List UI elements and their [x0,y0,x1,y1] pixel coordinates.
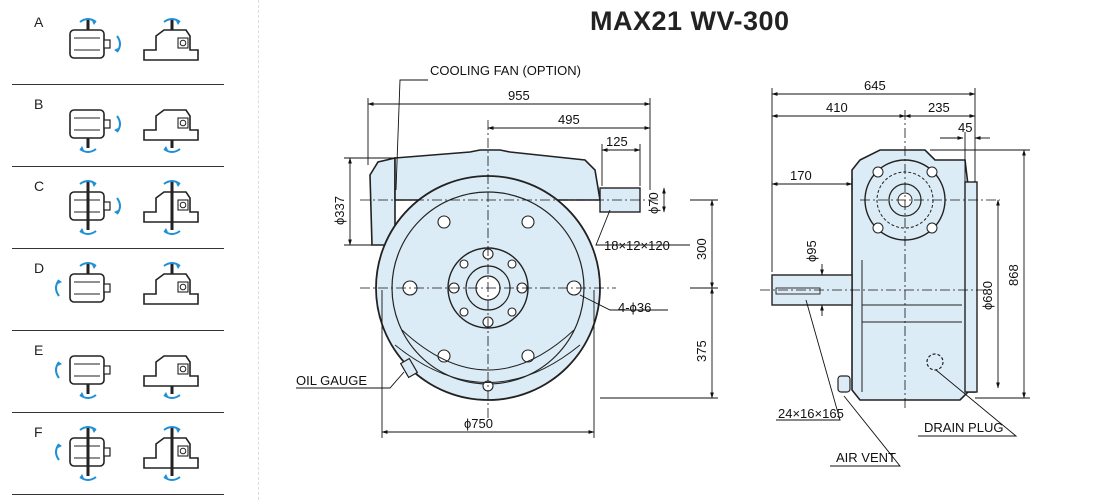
drain-plug [926,353,944,371]
gearbox-front-e-icon [55,355,111,399]
mounting-letter: A [34,14,44,30]
gearbox-side-c-icon [143,180,199,235]
dim-output-shaft-length: 170 [790,168,812,183]
mounting-row-f: F [12,412,224,495]
mounting-row-a: A [12,2,224,85]
side-view: 645 410 235 45 170 ϕ95 ϕ680 868 24×16×16… [760,78,1030,467]
gearbox-side-e-icon [143,355,199,399]
label-oil-gauge: OIL GAUGE [296,373,367,388]
housing-ribs [394,329,581,383]
mounting-icons [55,18,199,481]
mounting-row-b: B [12,84,224,167]
label-cooling-fan: COOLING FAN (OPTION) [430,63,581,78]
panel-divider [258,0,259,500]
gearbox-front-f-icon [55,426,111,481]
page-title: MAX21 WV-300 [590,6,790,36]
mounting-letter: D [34,260,45,276]
dim-side-overall-width: 645 [864,78,886,93]
side-flange [964,181,978,393]
cooling-fan-housing [369,156,396,246]
dim-side-left: 410 [826,100,848,115]
gearbox-side-d-icon [143,262,199,305]
front-view: 955 495 125 ϕ337 ϕ70 300 375 ϕ750 COOLIN… [296,63,718,438]
label-drain-plug: DRAIN PLUG [924,420,1003,435]
gearbox-front-c-icon [69,180,121,235]
label-input-keyway: 18×12×120 [604,238,670,253]
dim-body-diameter: ϕ680 [980,281,995,310]
label-air-vent: AIR VENT [836,450,896,465]
mounting-letter: E [34,342,44,358]
dim-center-to-shaft: 495 [558,112,580,127]
dim-overall-width: 955 [508,88,530,103]
dim-side-flange: 45 [958,120,972,135]
gearbox-front-b-icon [69,109,121,153]
mounting-row-c: C [12,166,224,249]
dim-base-diameter: ϕ750 [464,416,493,431]
dim-side-right: 235 [928,100,950,115]
mounting-row-e: E [12,330,224,413]
gearbox-front-a-icon [69,18,121,59]
mounting-letter: C [34,178,45,194]
mounting-row-d: D [12,248,224,331]
dim-side-overall-height: 868 [1006,264,1021,286]
air-vent [837,375,851,393]
label-bolt-holes: 4-ϕ36 [618,300,651,315]
gearbox-side-b-icon [143,109,199,153]
mounting-letter: B [34,96,44,112]
dim-output-shaft-diameter: ϕ95 [804,240,819,262]
dim-center-height-upper: 300 [694,238,709,260]
gearbox-side-a-icon [143,18,199,61]
dim-input-shaft-diameter: ϕ70 [646,192,661,214]
gearbox-side-f-icon [143,426,199,481]
dim-input-shaft-length: 125 [606,134,628,149]
oil-gauge [399,357,419,379]
label-output-keyway: 24×16×165 [778,406,844,421]
mounting-position-list: A B C D E F [0,0,230,500]
mounting-letter: F [34,424,43,440]
dim-center-height-lower: 375 [694,340,709,362]
gearbox-front-d-icon [55,262,111,303]
dim-fan-diameter: ϕ337 [332,196,347,225]
